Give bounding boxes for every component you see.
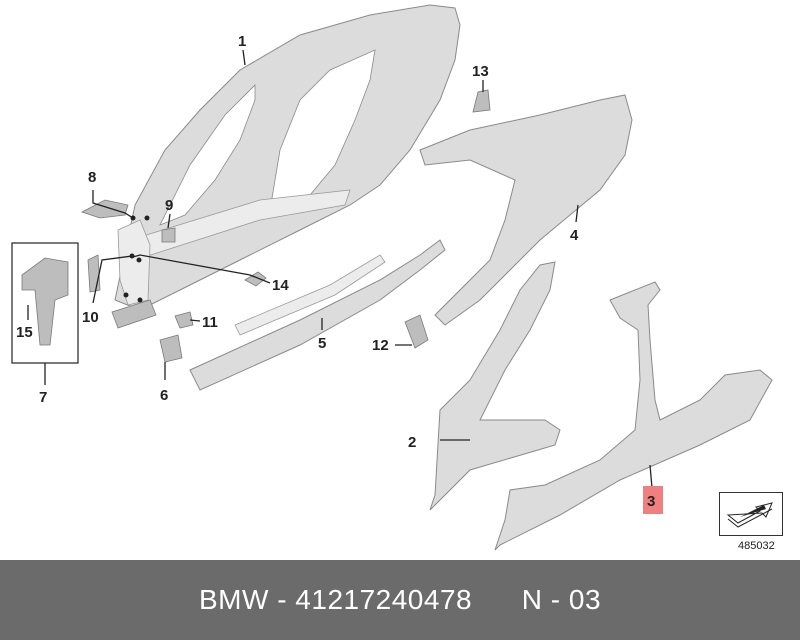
footer-part-text: BMW - 41217240478 N - 03 bbox=[198, 584, 602, 615]
part-bracket-12 bbox=[404, 314, 429, 349]
callout-6: 6 bbox=[160, 387, 168, 404]
callout-9: 9 bbox=[165, 197, 173, 214]
leader-lines bbox=[27, 49, 653, 489]
part-rear-side-panel bbox=[419, 94, 633, 326]
part-side-frame-outer bbox=[114, 4, 461, 311]
footer-bar: BMW - 41217240478 N - 03 bbox=[0, 560, 800, 640]
part-bracket-6 bbox=[159, 334, 183, 363]
part-bracket-13 bbox=[472, 89, 491, 113]
leader-dots bbox=[123, 215, 150, 303]
part-bracket-9 bbox=[161, 227, 176, 243]
callout-5: 5 bbox=[318, 335, 326, 352]
callout-1: 1 bbox=[238, 33, 246, 50]
callout-14: 14 bbox=[272, 277, 289, 294]
view-reference-box bbox=[719, 492, 783, 536]
callout-8: 8 bbox=[88, 169, 96, 186]
part-bracket-10 bbox=[87, 254, 101, 293]
part-b-pillar-sill bbox=[494, 281, 773, 551]
callout-3-highlight bbox=[643, 486, 663, 514]
part-a-pillar-reinforcement bbox=[111, 219, 157, 329]
part-group-7-box bbox=[11, 242, 79, 364]
diagram-reference-number: 485032 bbox=[738, 540, 775, 552]
callout-4: 4 bbox=[570, 227, 579, 244]
part-bracket-8 bbox=[80, 199, 129, 219]
callout-7: 7 bbox=[39, 389, 47, 406]
callout-15: 15 bbox=[16, 324, 33, 341]
part-bracket-14 bbox=[244, 271, 267, 287]
callout-3: 3 bbox=[647, 493, 655, 510]
parts-diagram: 1 2 3 4 5 6 7 8 9 10 11 12 13 14 15 bbox=[11, 4, 773, 551]
callout-labels: 1 2 3 4 5 6 7 8 9 10 11 12 13 14 15 bbox=[16, 33, 655, 510]
callout-2: 2 bbox=[408, 434, 416, 451]
view-arrow-icon bbox=[726, 502, 773, 528]
part-inner-side-frame bbox=[429, 261, 561, 511]
callout-10: 10 bbox=[82, 309, 99, 326]
callout-11: 11 bbox=[202, 314, 218, 331]
part-rocker-panel bbox=[189, 239, 446, 391]
part-bracket-11 bbox=[174, 311, 194, 329]
callout-13: 13 bbox=[472, 63, 489, 80]
callout-12: 12 bbox=[372, 337, 389, 354]
